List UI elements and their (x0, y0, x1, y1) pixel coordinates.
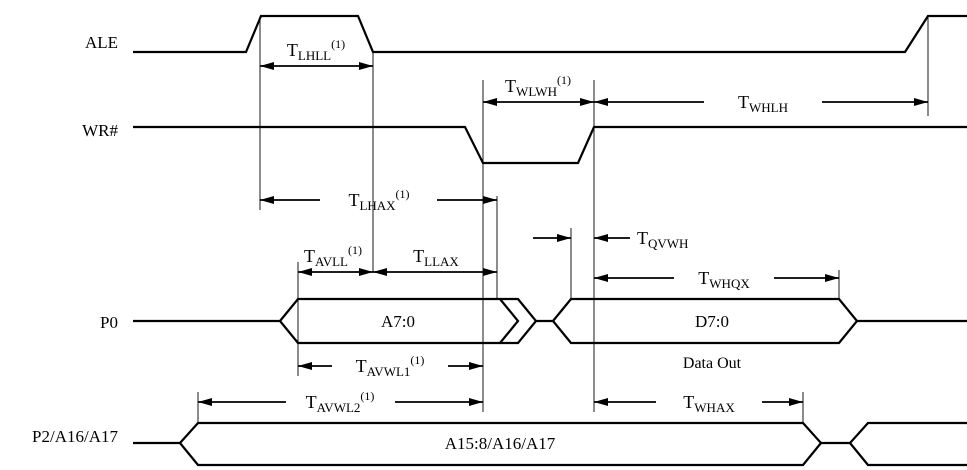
label-tlhll: TLHLL(1) (287, 37, 345, 63)
ale-waveform (133, 14, 967, 54)
label-tavll: TAVLL(1) (304, 243, 362, 269)
label-tlhax: TLHAX(1) (348, 187, 409, 213)
label-twhlh: TWHLH (738, 92, 788, 115)
signal-label-p2: P2/A16/A17 (32, 427, 118, 446)
wr-waveform (133, 125, 967, 165)
p0-data-label: D7:0 (695, 312, 729, 331)
label-tavwl1: TAVWL1(1) (356, 353, 425, 379)
label-tllax: TLLAX (413, 246, 459, 269)
label-twlwh: TWLWH(1) (505, 73, 571, 99)
label-twhax: TWHAX (683, 392, 735, 415)
label-tavwl2: TAVWL2(1) (306, 389, 375, 415)
label-twhqx: TWHQX (698, 268, 750, 291)
signal-label-wr: WR# (82, 121, 118, 140)
p2-address-label: A15:8/A16/A17 (445, 434, 556, 453)
p0-address-label: A7:0 (381, 312, 415, 331)
label-tqvwh: TQVWH (637, 228, 688, 251)
timing-arrows (198, 62, 928, 406)
p0-data-out-note: Data Out (683, 355, 742, 372)
signal-label-p0: P0 (100, 313, 118, 332)
p0-bus-waveform (133, 297, 967, 345)
reference-lines (197, 16, 929, 423)
signal-label-ale: ALE (85, 33, 118, 52)
